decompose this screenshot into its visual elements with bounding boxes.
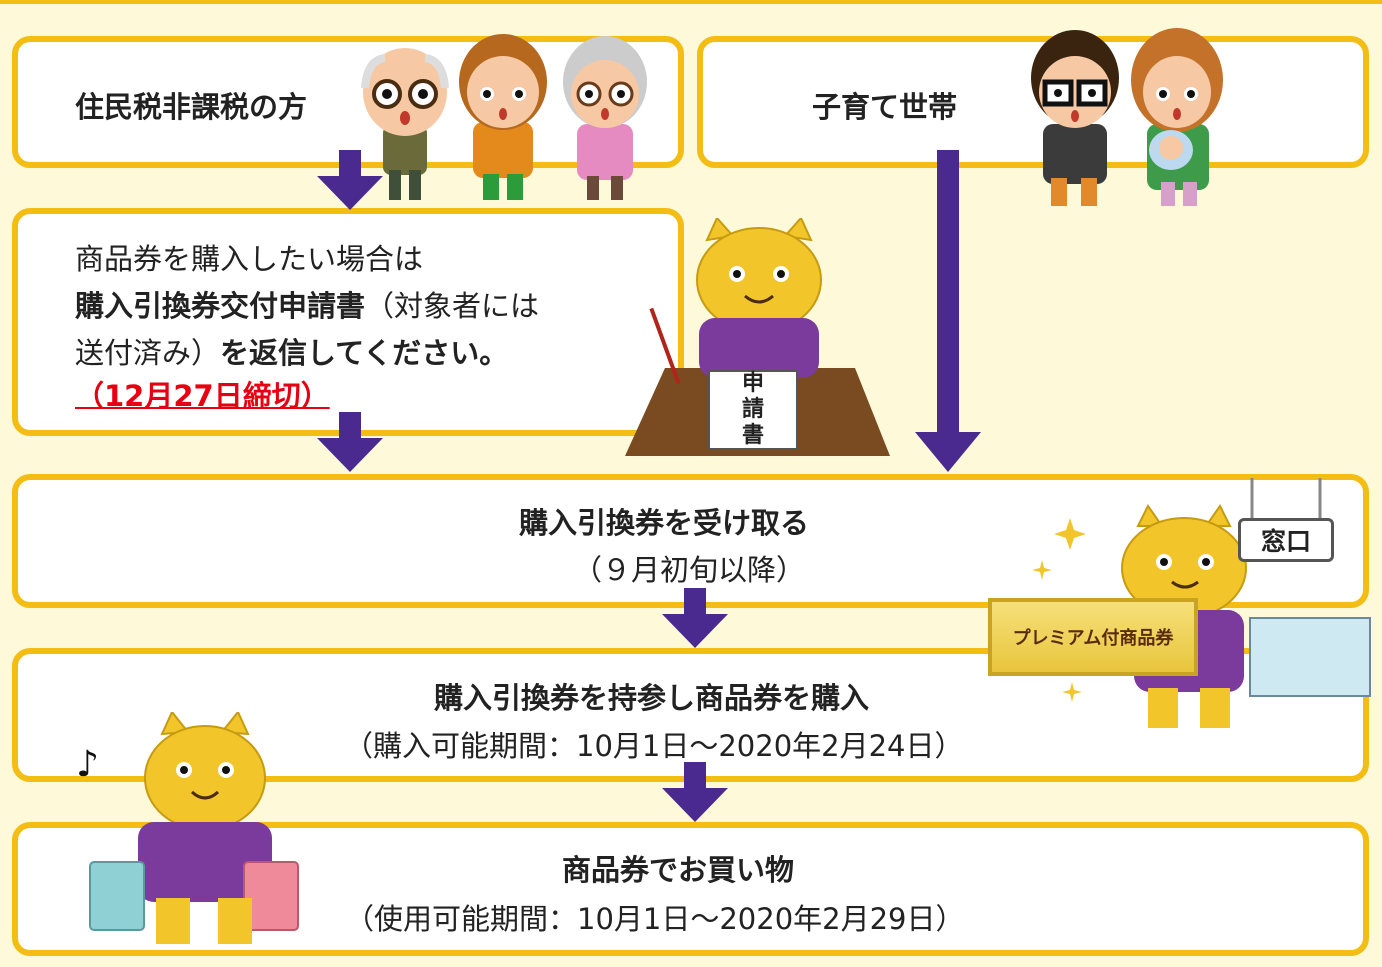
kimono <box>699 318 819 378</box>
label-child-rearing: 子育て世帯 <box>812 90 958 124</box>
top-band <box>0 0 1382 4</box>
apply-line1: 商品券を購入したい場合は <box>75 242 424 276</box>
form-name: 購入引換券交付申請書 <box>75 289 366 323</box>
paper-char-3: 書 <box>741 423 764 448</box>
arrow-down-long <box>915 150 981 472</box>
paper-char-2: 請 <box>741 397 764 422</box>
apply-line3: 送付済み）を返信してください。 <box>75 330 508 372</box>
shop-sub: （使用可能期間：10月1日～2020年2月29日） <box>345 902 965 936</box>
grandmother-figure <box>563 36 647 200</box>
sparkle-icon <box>1054 518 1086 550</box>
shopping-bag-left <box>89 861 145 931</box>
elderly-family-illustration <box>361 34 647 200</box>
young-family-illustration <box>1031 28 1223 206</box>
father-figure <box>1031 30 1119 206</box>
arrow-down-4 <box>662 762 728 822</box>
receive-sub: （９月初旬以降） <box>573 553 806 587</box>
window-sign: 窓口 <box>1238 518 1334 562</box>
buy-title: 購入引換券を持参し商品券を購入 <box>434 681 870 715</box>
box-apply <box>12 208 684 436</box>
apply-line2: 購入引換券交付申請書（対象者には <box>75 283 539 325</box>
apply-line2-rest: （対象者には <box>365 289 540 323</box>
shopping-cat-illustration: ♪ <box>76 712 299 944</box>
kimono <box>138 822 272 902</box>
buy-sub: （購入可能期間：10月1日～2020年2月24日） <box>344 729 964 763</box>
arrow-down-2 <box>317 412 383 472</box>
receive-title: 購入引換券を受け取る <box>519 506 810 540</box>
arrow-down-3 <box>662 588 728 648</box>
desk-paper: 申 請 書 <box>708 370 798 450</box>
grandfather-figure <box>361 48 449 200</box>
mother-with-baby-figure <box>1131 28 1223 206</box>
music-note-icon: ♪ <box>76 744 99 785</box>
box-child-rearing <box>697 36 1369 168</box>
paper-char-1: 申 <box>741 371 764 396</box>
shopping-bag-right <box>243 861 299 931</box>
mother-figure <box>459 34 547 200</box>
premium-ticket: プレミアム付商品券 <box>988 598 1198 676</box>
shop-title: 商品券でお買い物 <box>562 853 795 887</box>
arrow-down-1 <box>317 150 383 210</box>
apply-line3-bold: を返信してください。 <box>220 336 509 370</box>
deadline-text: （12月27日締切） <box>75 379 330 413</box>
apply-line3-normal: 送付済み） <box>75 336 221 370</box>
counter <box>1249 617 1371 697</box>
label-tax-exempt: 住民税非課税の方 <box>75 90 308 124</box>
